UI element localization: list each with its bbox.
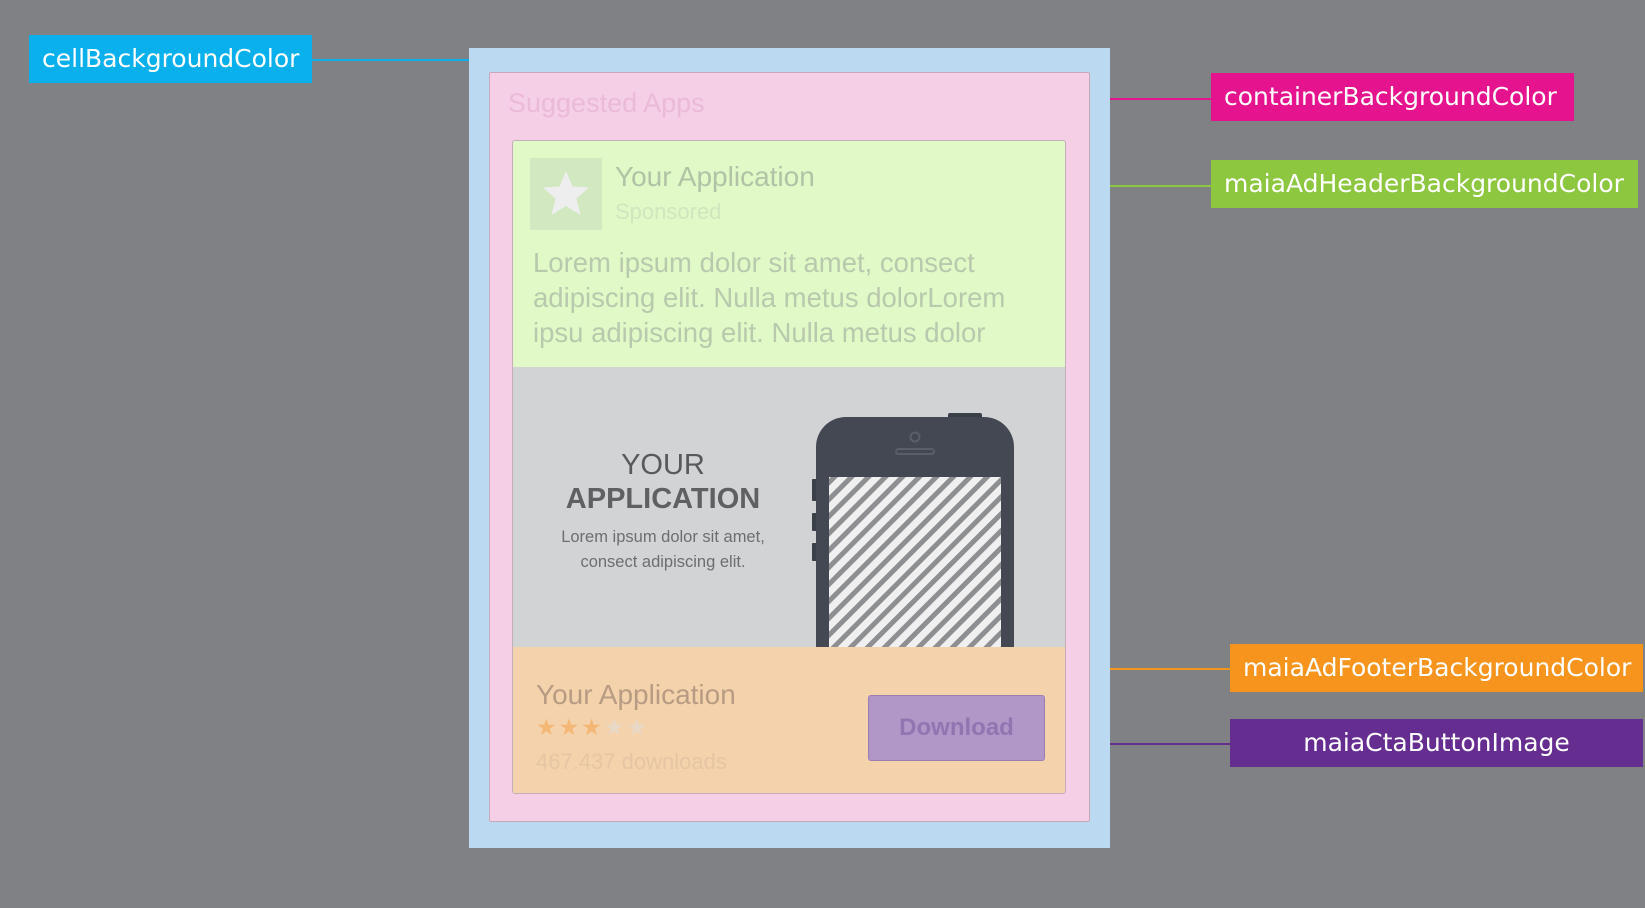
callout-footer-background-color: maiaAdFooterBackgroundColor: [1230, 644, 1643, 692]
download-count: 467.437 downloads: [536, 749, 727, 774]
footer-app-title: Your Application: [536, 679, 736, 710]
download-button[interactable]: Download: [868, 695, 1045, 761]
leader-line-footer: [1035, 668, 1231, 670]
star-rating: ★★★★★: [536, 714, 649, 741]
ad-media-image: YOUR APPLICATION Lorem ipsum dolor sit a…: [513, 367, 1065, 647]
sponsored-label: Sponsored: [615, 199, 722, 224]
leader-line-header: [1029, 185, 1212, 187]
callout-container-background-color: containerBackgroundColor: [1211, 73, 1574, 121]
leader-line-cell: [296, 59, 478, 61]
ad-footer: Your Application ★★★★★ 467.437 downloads…: [513, 647, 1065, 793]
star-empty-icon: ★: [603, 714, 627, 740]
leader-line-cta: [1036, 743, 1231, 745]
star-icon: [543, 171, 589, 215]
leader-line-container: [1068, 98, 1212, 100]
ad-body-text: Lorem ipsum dolor sit amet, consect adip…: [533, 247, 1006, 348]
native-ad-unit[interactable]: Your Application Sponsored Lorem ipsum d…: [512, 140, 1066, 794]
callout-header-background-color: maiaAdHeaderBackgroundColor: [1211, 160, 1638, 208]
star-empty-icon: ★: [626, 714, 650, 740]
star-filled-icon: ★: [558, 714, 582, 740]
app-title: Your Application: [615, 161, 815, 192]
smartphone-icon: [812, 413, 1014, 647]
star-filled-icon: ★: [581, 714, 604, 740]
media-headline-line2: APPLICATION: [565, 483, 761, 515]
media-description: Lorem ipsum dolor sit amet, consect adip…: [561, 528, 765, 571]
app-icon: [530, 158, 602, 230]
section-title: Suggested Apps: [508, 88, 705, 118]
callout-cta-button-image: maiaCtaButtonImage: [1230, 719, 1643, 767]
ad-header: Your Application Sponsored Lorem ipsum d…: [513, 141, 1065, 367]
callout-cell-background-color: cellBackgroundColor: [29, 35, 313, 83]
star-filled-icon: ★: [536, 714, 559, 740]
media-headline-line1: YOUR: [621, 449, 705, 481]
